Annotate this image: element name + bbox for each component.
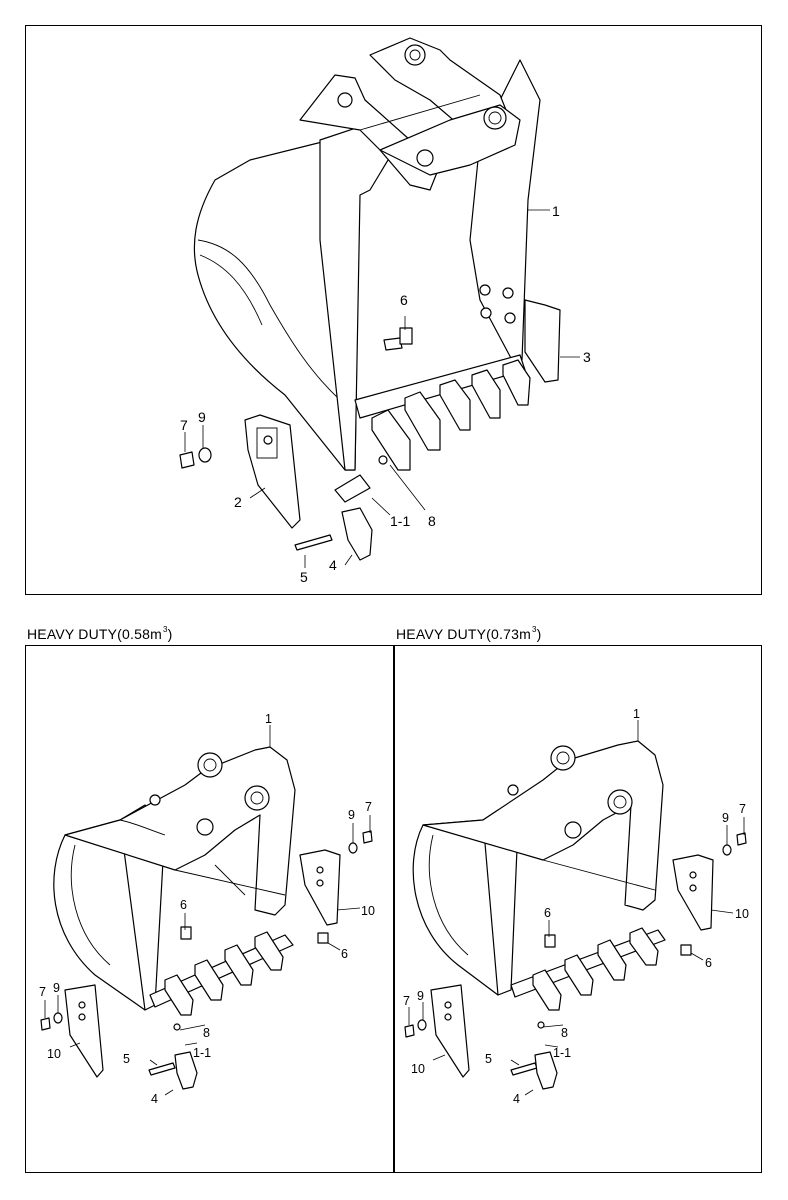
callout-6-right: 6 bbox=[705, 956, 712, 970]
callout-2: 2 bbox=[234, 494, 242, 510]
callout-9: 9 bbox=[53, 981, 60, 995]
callout-1: 1 bbox=[552, 203, 560, 219]
callout-4: 4 bbox=[151, 1092, 158, 1106]
callout-10: 10 bbox=[47, 1047, 61, 1061]
diagram-frame-heavy-duty-058 bbox=[25, 645, 395, 1173]
side-cutter-left bbox=[244, 414, 301, 529]
callout-10-right: 10 bbox=[735, 907, 749, 921]
callout-10-right: 10 bbox=[361, 904, 375, 918]
heading-heavy-duty-058: HEAVY DUTY(0.58m3) bbox=[27, 625, 172, 642]
bucket-shell bbox=[193, 139, 361, 471]
callout-5: 5 bbox=[485, 1052, 492, 1066]
callout-1-1: 1-1 bbox=[553, 1046, 571, 1060]
callouts-heavy-duty-073: 1 1-1 4 5 6 6 7 7 8 9 9 10 10 bbox=[403, 707, 749, 1106]
callout-5: 5 bbox=[123, 1052, 130, 1066]
callout-5: 5 bbox=[300, 569, 308, 585]
heavy-duty-073-drawing: 1 1-1 4 5 6 6 7 7 8 9 9 10 10 bbox=[403, 707, 749, 1106]
hardware-parts bbox=[179, 327, 413, 561]
callout-7-right: 7 bbox=[365, 800, 372, 814]
callout-8: 8 bbox=[561, 1026, 568, 1040]
callout-leaders bbox=[408, 720, 745, 1096]
standard-bucket-drawing: 1 1-1 2 3 4 5 6 7 8 9 bbox=[179, 37, 591, 585]
callout-1: 1 bbox=[633, 707, 640, 721]
heading-close: ) bbox=[167, 626, 173, 642]
callout-leaders bbox=[44, 725, 371, 1096]
callout-6-right: 6 bbox=[341, 947, 348, 961]
diagram-frame-standard bbox=[25, 25, 762, 595]
heavy-duty-058-drawing: 1 1-1 4 5 6 6 7 7 8 9 9 10 10 bbox=[39, 712, 375, 1106]
callout-7-right: 7 bbox=[739, 802, 746, 816]
hardware-parts bbox=[404, 832, 747, 1090]
callout-7: 7 bbox=[180, 417, 188, 433]
diagram-frame-heavy-duty-073 bbox=[393, 645, 762, 1173]
cutting-edge-teeth bbox=[149, 931, 294, 1016]
callout-3: 3 bbox=[583, 349, 591, 365]
bucket-body bbox=[53, 746, 296, 1011]
heading-text: HEAVY DUTY(0.58m bbox=[27, 626, 162, 642]
side-cutter-right bbox=[479, 284, 561, 383]
callout-leaders bbox=[184, 209, 580, 568]
callout-7: 7 bbox=[403, 994, 410, 1008]
bucket-body bbox=[412, 740, 664, 996]
callout-4: 4 bbox=[329, 557, 337, 573]
side-cutters bbox=[64, 849, 341, 1078]
heading-superscript: 3 bbox=[531, 625, 537, 634]
heading-superscript: 3 bbox=[162, 625, 168, 634]
callout-9: 9 bbox=[417, 989, 424, 1003]
hardware-parts bbox=[40, 830, 373, 1090]
callouts-heavy-duty-058: 1 1-1 4 5 6 6 7 7 8 9 9 10 10 bbox=[39, 712, 375, 1106]
callout-1: 1 bbox=[265, 712, 272, 726]
heading-close: ) bbox=[536, 626, 542, 642]
callout-9-right: 9 bbox=[348, 808, 355, 822]
callout-9: 9 bbox=[198, 409, 206, 425]
callout-6: 6 bbox=[400, 292, 408, 308]
heading-heavy-duty-073: HEAVY DUTY(0.73m3) bbox=[396, 625, 541, 642]
cutting-edge-teeth bbox=[510, 927, 666, 1011]
callout-1-1: 1-1 bbox=[390, 513, 410, 529]
callout-6: 6 bbox=[180, 898, 187, 912]
callout-10: 10 bbox=[411, 1062, 425, 1076]
side-cutters bbox=[430, 854, 714, 1078]
callout-8: 8 bbox=[203, 1026, 210, 1040]
heading-text: HEAVY DUTY(0.73m bbox=[396, 626, 531, 642]
callout-7: 7 bbox=[39, 985, 46, 999]
callout-9-right: 9 bbox=[722, 811, 729, 825]
upper-bracket-assembly bbox=[299, 37, 521, 191]
callout-4: 4 bbox=[513, 1092, 520, 1106]
cutting-edge-teeth bbox=[334, 354, 531, 503]
callout-6: 6 bbox=[544, 906, 551, 920]
callout-8: 8 bbox=[428, 513, 436, 529]
callouts-standard: 1 1-1 2 3 4 5 6 7 8 9 bbox=[180, 203, 591, 585]
callout-1-1: 1-1 bbox=[193, 1046, 211, 1060]
